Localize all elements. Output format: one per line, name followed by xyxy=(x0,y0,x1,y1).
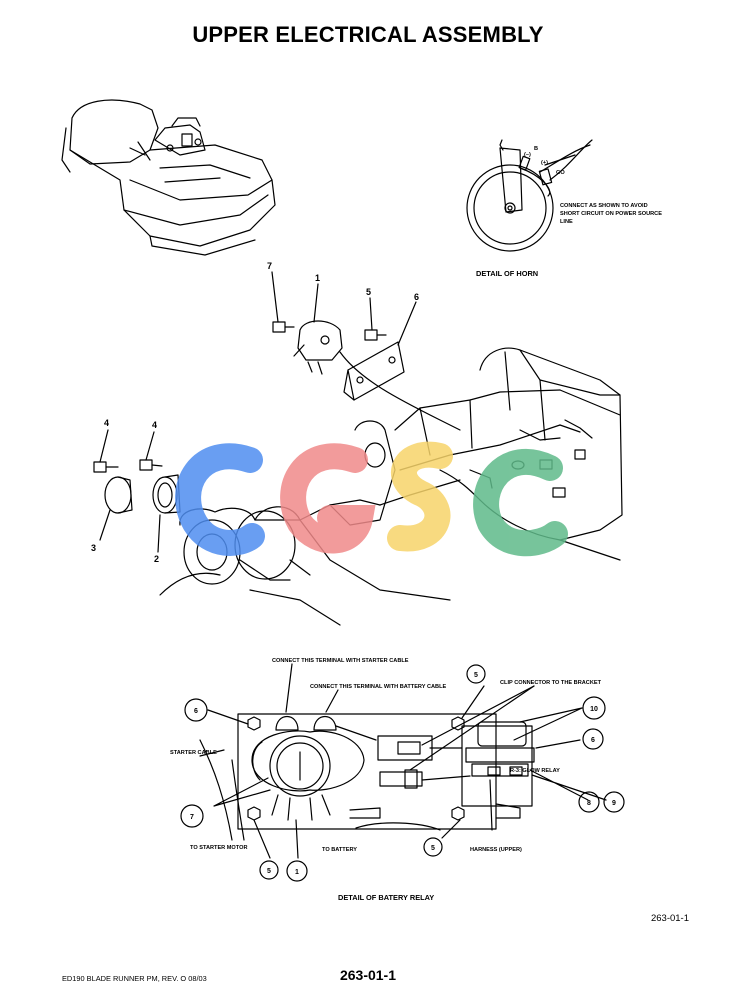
label-glow-relay: R-3: GLOW RELAY xyxy=(510,768,560,774)
page-title: UPPER ELECTRICAL ASSEMBLY xyxy=(192,22,544,47)
callout-5-exploded: 5 xyxy=(366,287,371,297)
label-harness-upper: HARNESS (UPPER) xyxy=(470,847,522,853)
callout-1-detail: 1 xyxy=(295,869,299,876)
label-to-starter-motor: TO STARTER MOTOR xyxy=(190,845,248,851)
callout-5-bottom-right: 5 xyxy=(431,845,435,852)
callout-10: 10 xyxy=(590,706,598,713)
horn-note-line-2: SHORT CIRCUIT ON POWER SOURCE xyxy=(560,211,662,217)
label-starter-cable: STARTER CABLE xyxy=(170,750,217,756)
horn-note-line-3: LINE xyxy=(560,219,573,225)
callout-1-exploded: 1 xyxy=(315,273,320,283)
footer-document-info: ED190 BLADE RUNNER PM, REV. O 08/03 xyxy=(62,974,207,983)
watermark-letter-4 xyxy=(473,449,568,557)
callout-6-right: 6 xyxy=(591,737,595,744)
callout-8: 8 xyxy=(587,800,591,807)
callout-2-exploded: 2 xyxy=(154,554,159,564)
label-starter-terminal: CONNECT THIS TERMINAL WITH STARTER CABLE xyxy=(272,658,409,664)
callout-4-right: 4 xyxy=(152,420,157,430)
battery-relay-detail-drawing xyxy=(199,663,607,859)
callout-circles xyxy=(180,664,625,882)
watermark-letter-3 xyxy=(387,441,453,552)
label-clip-connector: CLIP CONNECTOR TO THE BRACKET xyxy=(500,680,602,686)
battery-relay-caption: DETAIL OF BATERY RELAY xyxy=(338,893,434,902)
machine-overview-illustration xyxy=(61,99,276,256)
callout-9: 9 xyxy=(612,800,616,807)
horn-go-label: GO xyxy=(556,170,565,176)
horn-minus-label: (–) xyxy=(524,152,531,158)
horn-note-line-1: CONNECT AS SHOWN TO AVOID xyxy=(560,203,648,209)
watermark-logo xyxy=(175,441,568,557)
callout-6-exploded: 6 xyxy=(414,292,419,302)
callout-4-left: 4 xyxy=(104,418,109,428)
label-to-battery: TO BATTERY xyxy=(322,847,357,853)
page-code-right: 263-01-1 xyxy=(650,913,689,924)
callout-5-top: 5 xyxy=(474,672,478,679)
callout-6-left: 6 xyxy=(194,708,198,715)
callout-7-detail: 7 xyxy=(190,814,194,821)
footer-page-number: 263-01-1 xyxy=(339,967,397,983)
watermark-letter-1 xyxy=(175,443,265,556)
horn-detail-caption: DETAIL OF HORN xyxy=(476,269,538,278)
horn-plus-label: (+) xyxy=(541,160,548,166)
watermark-letter-2 xyxy=(280,443,376,554)
horn-minus-suffix: B xyxy=(534,146,538,152)
callout-5-bottom-left: 5 xyxy=(267,868,271,875)
callout-7-exploded: 7 xyxy=(267,261,272,271)
label-battery-terminal: CONNECT THIS TERMINAL WITH BATTERY CABLE xyxy=(310,684,446,690)
callout-3-exploded: 3 xyxy=(91,543,96,553)
horn-detail-drawing xyxy=(466,139,593,252)
